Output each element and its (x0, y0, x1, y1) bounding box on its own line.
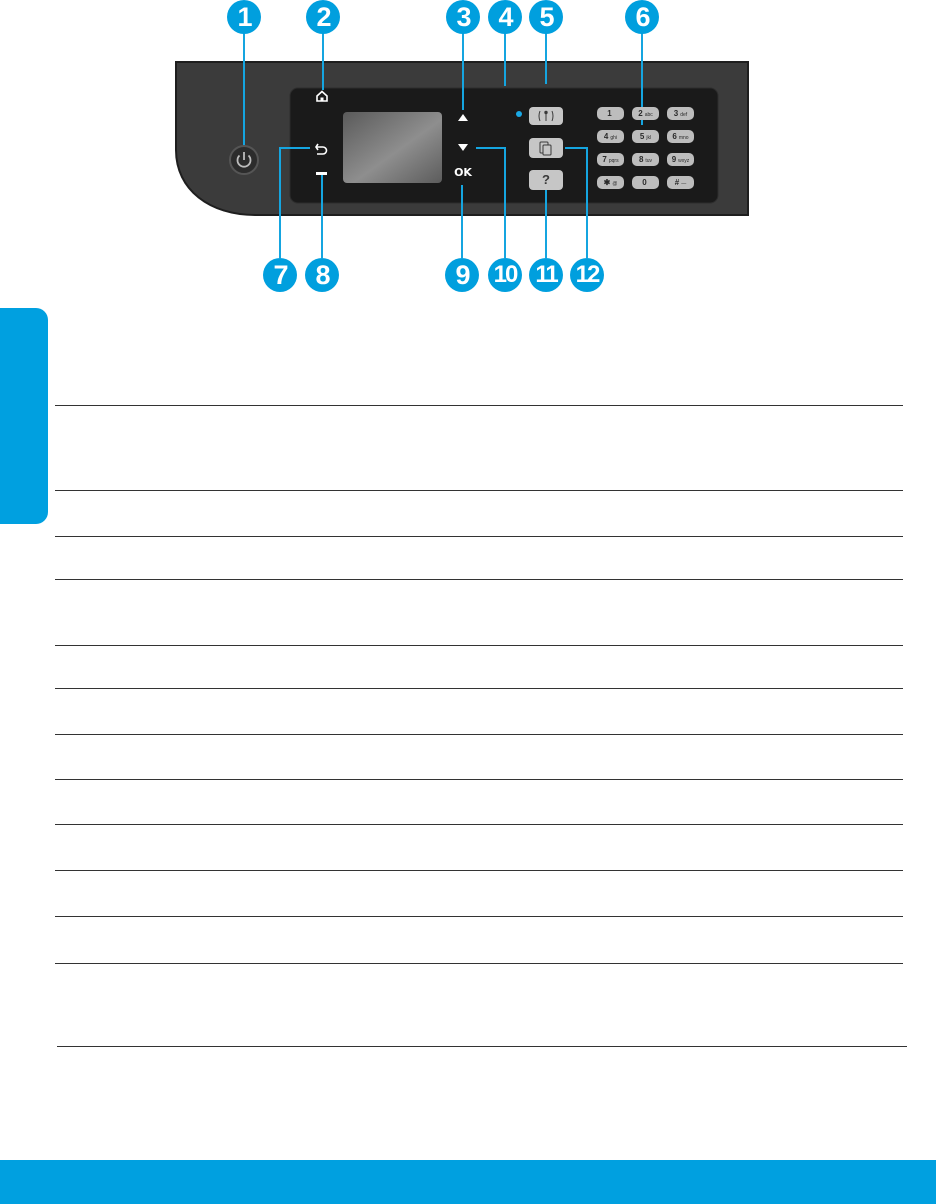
keypad-key-digit: # (674, 178, 680, 187)
control-panel-illustration (175, 32, 749, 258)
minus-icon (316, 172, 327, 175)
keypad-key-letters: wxyz (678, 158, 690, 164)
help-button-shape (529, 170, 563, 190)
callout-9: 9 (445, 258, 479, 292)
callout-12: 12 (570, 258, 604, 292)
callout-11: 11 (529, 258, 563, 292)
table-rule (55, 405, 903, 406)
up-arrow-icon (458, 114, 468, 121)
home-icon (316, 90, 328, 102)
wireless-icon (538, 110, 554, 122)
callout-1: 1 (227, 0, 261, 34)
keypad-key-letters: jkl (646, 135, 652, 141)
table-rule (55, 734, 903, 735)
callout-10: 10 (488, 258, 522, 292)
bottom-bar (0, 1160, 936, 1204)
ok-button[interactable]: OK (454, 166, 472, 179)
help-button[interactable]: ? (542, 172, 550, 187)
eprint-icon (539, 141, 552, 156)
callout-2: 2 (306, 0, 340, 34)
table-rule (55, 490, 903, 491)
keypad-key-digit: ✱ (603, 178, 611, 187)
table-rule (55, 536, 903, 537)
side-tab (0, 308, 48, 524)
callout-3: 3 (446, 0, 480, 34)
keypad-key-letters: @ (612, 181, 618, 187)
table-rule (55, 779, 903, 780)
keypad-key-digit: 9 (671, 155, 677, 164)
keypad-key-letters: abc (644, 112, 653, 118)
callout-7: 7 (263, 258, 297, 292)
keypad-key[interactable]: 1 (597, 107, 624, 120)
table-rule (55, 916, 903, 917)
keypad-key-letters: — (681, 181, 687, 187)
keypad-key-digit: 2 (638, 109, 643, 118)
keypad-key-digit: 0 (642, 178, 647, 187)
keypad-key-letters: ghi (610, 135, 618, 141)
table-rule (55, 645, 903, 646)
table-rule (55, 824, 903, 825)
callout-5: 5 (529, 0, 563, 34)
keypad-key-letters: pqrs (608, 158, 619, 164)
keypad-key-letters: tuv (645, 158, 653, 164)
keypad-key-letters: def (680, 112, 688, 118)
keypad-key-letters: mno (678, 135, 689, 141)
keypad-key-digit: 7 (602, 155, 607, 164)
table-rule-bottom (57, 1046, 907, 1047)
table-rule (55, 688, 903, 689)
table-rule (55, 870, 903, 871)
keypad-key-digit: 6 (672, 132, 677, 141)
keypad-key-digit: 5 (639, 132, 645, 141)
keypad-key-digit: 4 (603, 132, 609, 141)
keypad-key-digit: 8 (638, 155, 644, 164)
keypad-key[interactable]: 0 (632, 176, 659, 189)
power-icon (236, 154, 252, 168)
callout-6: 6 (625, 0, 659, 34)
down-arrow-icon (458, 144, 468, 151)
display-screen (343, 112, 442, 183)
leader-lines (243, 32, 643, 258)
back-icon (315, 143, 319, 151)
keypad-key[interactable]: #— (667, 176, 694, 189)
keypad-key-digit: 1 (607, 109, 612, 118)
table-rule (55, 579, 903, 580)
callout-8: 8 (305, 258, 339, 292)
wireless-light (516, 111, 522, 117)
callout-4: 4 (488, 0, 522, 34)
keypad-key-digit: 3 (673, 109, 679, 118)
keypad-key[interactable]: ✱@ (597, 176, 624, 189)
table-rule (55, 963, 903, 964)
